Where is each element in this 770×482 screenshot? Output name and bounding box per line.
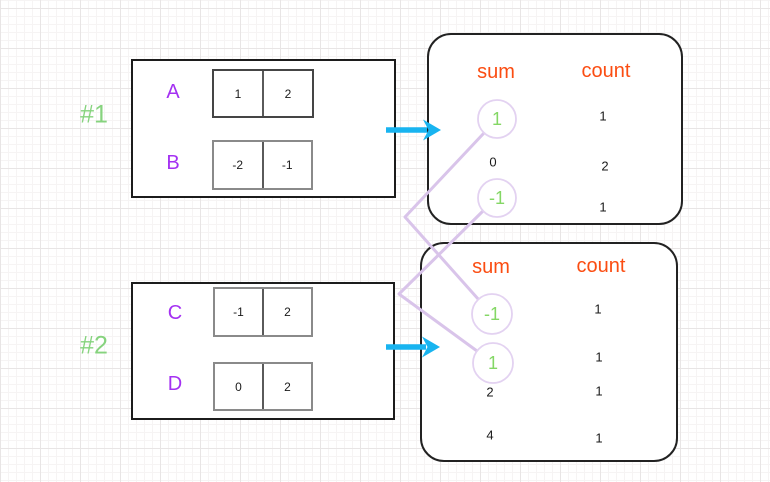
group-2-label: #2 bbox=[80, 331, 108, 360]
array-b-cell-1: -1 bbox=[261, 142, 312, 188]
array-a-label: A bbox=[166, 81, 180, 103]
results-2-row-0-sum: -1 bbox=[483, 304, 501, 324]
array-d-cell-0: 0 bbox=[235, 379, 242, 394]
results-2-count-header: count bbox=[576, 255, 626, 277]
results-2-sum-header: sum bbox=[472, 256, 510, 278]
group-1-label: #1 bbox=[80, 100, 108, 129]
array-a-cells: 1 2 bbox=[212, 69, 314, 118]
array-d-cells: 0 2 bbox=[213, 362, 313, 411]
array-d-label: D bbox=[167, 373, 183, 395]
results-1-box bbox=[427, 33, 683, 225]
results-1-row-1-sum: 0 bbox=[489, 154, 497, 170]
results-2-row-3-sum: 4 bbox=[486, 427, 494, 443]
array-c-label: C bbox=[167, 302, 183, 324]
results-2-box bbox=[420, 242, 678, 462]
array-a-cell-0: 1 bbox=[234, 86, 242, 101]
results-1-row-0-sum: 1 bbox=[491, 109, 503, 129]
results-1-row-2-count: 1 bbox=[599, 199, 607, 215]
results-2-row-1-count: 1 bbox=[595, 349, 603, 365]
array-d-cell-1: 2 bbox=[262, 364, 311, 409]
array-b-cell-0: -2 bbox=[232, 158, 244, 172]
array-a-cell-1: 2 bbox=[262, 71, 312, 116]
array-c-cell-1: 2 bbox=[262, 289, 311, 335]
results-1-row-1-count: 2 bbox=[601, 158, 609, 174]
array-c-cell-0: -1 bbox=[233, 305, 244, 319]
results-2-row-2-sum: 2 bbox=[486, 384, 494, 400]
results-1-row-0-count: 1 bbox=[599, 108, 607, 124]
results-2-row-3-count: 1 bbox=[595, 430, 603, 446]
results-1-count-header: count bbox=[581, 60, 631, 82]
results-2-row-1-sum: 1 bbox=[487, 353, 499, 373]
array-b-label: B bbox=[166, 152, 180, 174]
results-2-row-2-count: 1 bbox=[595, 383, 603, 399]
array-b-cells: -2 -1 bbox=[212, 140, 313, 190]
results-1-sum-header: sum bbox=[477, 61, 515, 83]
array-c-cells: -1 2 bbox=[213, 287, 313, 337]
results-1-row-2-sum: -1 bbox=[488, 188, 506, 208]
results-2-row-0-count: 1 bbox=[594, 301, 602, 317]
